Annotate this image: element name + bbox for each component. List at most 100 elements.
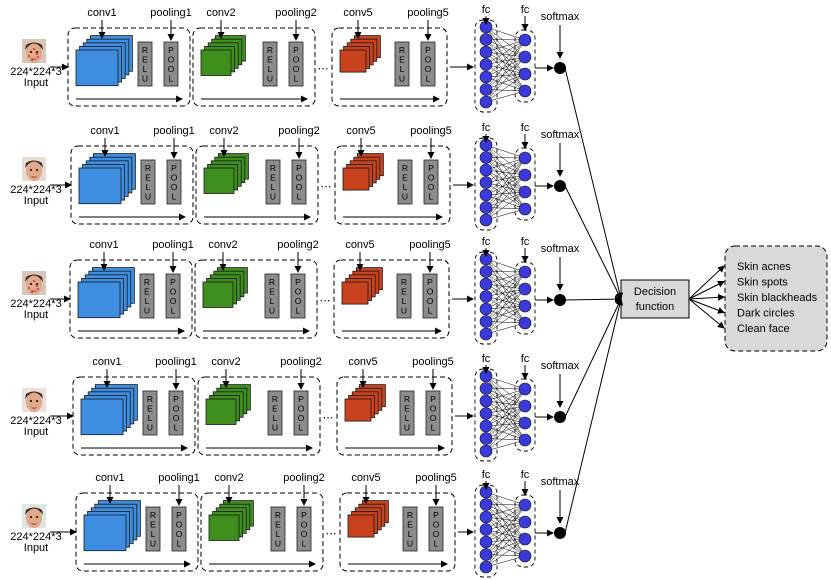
fc-connection [485,271,526,307]
pool-letter: L [296,306,301,316]
pool-label: pooling5 [409,239,451,251]
fc1-label: fc [482,469,491,481]
relu-letter: L [151,529,156,539]
pool-letter: O [176,529,183,539]
fc-connection [485,405,526,439]
fc-connection [485,51,526,58]
fc-connection [485,157,526,221]
relu-letter: E [275,520,281,530]
conv1-feature-map [77,281,121,319]
relu-box [264,273,280,319]
relu-letter: E [402,173,408,183]
acne-spot [31,291,33,293]
pool-letter: O [296,173,303,183]
conv1-dashed-box [69,259,193,339]
relu-letter: R [144,277,150,287]
pool-letter: O [430,413,437,423]
face-mouth [31,523,37,525]
acne-spot [36,53,38,55]
fc2-neuron [518,67,532,81]
fc-connection [485,283,526,307]
pool-letter: P [295,277,301,287]
relu-letter: L [408,529,413,539]
acne-spot [36,285,38,287]
pool-letter: P [430,394,436,404]
relu-letter: R [270,163,276,173]
pool-letter: O [298,404,305,414]
fc-connection [485,208,526,221]
fc-connection [485,504,526,523]
conv2-dashed-box [197,376,321,456]
fc2-neuron [518,185,532,199]
relu-letter: U [270,192,276,202]
fc-connection [485,400,526,424]
face-photo-icon [22,504,46,528]
relu-letter: R [150,510,156,520]
relu-letter: U [275,539,281,549]
relu-letter: U [272,423,278,433]
fc-connection [485,51,526,92]
ellipsis: ⋯ [321,181,332,193]
fc2-neuron [518,168,532,182]
pool-letter: L [434,539,439,549]
fc-connection [485,422,526,439]
fc-connection [485,144,526,176]
face-hair [25,391,43,399]
pool-letter: O [295,287,302,297]
fc-connection [485,388,526,407]
fc-connection [485,56,526,90]
fc1-neuron [479,163,493,177]
fc-connection [485,271,526,322]
conv1-label: conv1 [90,125,119,137]
fc1-label: fc [482,353,491,365]
face-eye-right [35,168,39,172]
relu-letter: E [407,520,413,530]
fc2-neuron [518,316,532,330]
relu-letter: R [145,163,151,173]
decision-to-output-arrow [688,298,725,314]
pool-letter: L [426,74,431,84]
fc-connection [485,271,526,290]
fc-connection [485,375,526,441]
fc-connection [485,388,526,424]
fc-connection [485,271,526,285]
face-photo-icon [22,271,46,295]
face-mouth [31,176,37,178]
relu-letter: R [142,45,148,55]
fc1-neuron [479,265,493,278]
relu-letter: E [145,173,151,183]
fc-connection [485,157,526,193]
softmax-to-decision-arrow [564,185,622,300]
decision-to-output-arrow [688,281,725,300]
face-eye-right [35,282,39,286]
acne-spot [33,48,35,50]
acne-spot [31,59,33,61]
fc-connection [485,375,526,390]
fc1-neuron [479,432,493,445]
relu-letter: L [400,64,405,74]
pool-box [165,273,181,319]
face-skin [26,392,42,412]
fc2-label: fc [521,122,530,134]
relu-letter: L [273,413,278,423]
fc-connection [485,258,526,290]
conv5-label: conv5 [348,356,377,368]
relu-letter: U [399,74,405,84]
conv5-feature-map [339,49,367,73]
fc2-neuron [518,433,532,447]
conv5-label: conv5 [346,125,375,137]
relu-letter: L [276,529,281,539]
pool-letter: L [429,192,434,202]
pool-box [171,506,187,552]
relu-letter: E [270,173,276,183]
fc-connection [485,144,526,210]
softmax-to-decision-arrow [564,295,622,303]
fc-connection [485,56,526,103]
pool-letter: L [177,539,182,549]
fc-connection [485,144,526,193]
relu-letter: L [143,64,148,74]
pool-box [293,390,309,436]
fc1-neuron [479,382,493,395]
pool-label: pooling2 [280,356,322,368]
relu-box [137,41,153,87]
